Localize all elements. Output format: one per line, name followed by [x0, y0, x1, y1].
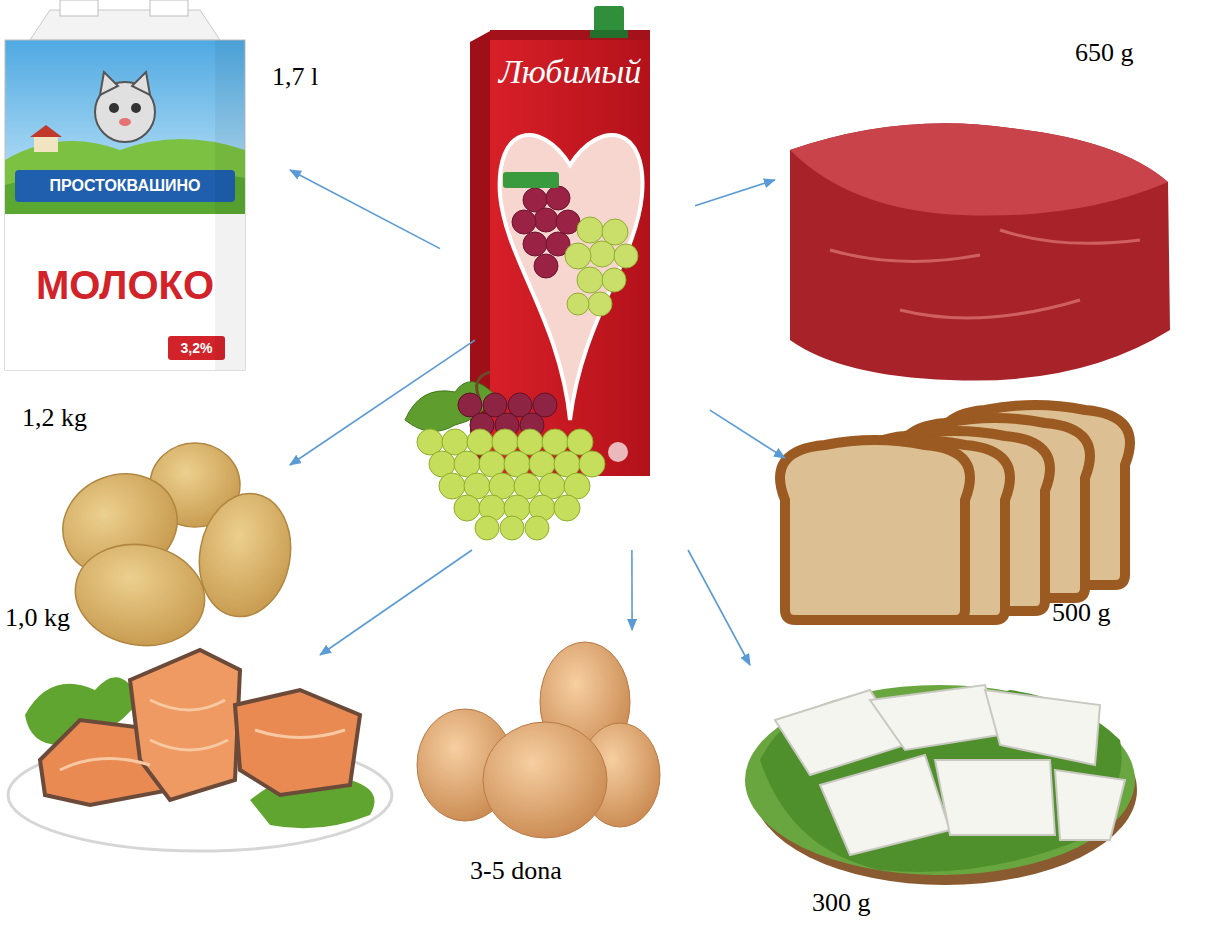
quantity-label: 650 g — [1075, 38, 1134, 68]
milk-carton-picture-part — [60, 0, 98, 16]
arrow-connector — [290, 170, 440, 249]
juice-box-picture-part-part — [577, 267, 603, 293]
juice-box-picture-part-part — [602, 268, 626, 292]
juice-box-picture-part — [590, 30, 628, 38]
juice-box-picture-part-part — [589, 241, 615, 267]
grape-bunch-picture-part-part — [439, 473, 465, 499]
arrow-connector — [290, 340, 475, 465]
brand-banner: ПРОСТОКВАШИНО — [15, 175, 235, 197]
cheese-picture-part-part — [870, 685, 1000, 750]
cheese-picture-part — [775, 685, 1125, 855]
juice-box-picture-part-part — [534, 208, 558, 232]
cheese-picture-part-part — [935, 760, 1055, 835]
product-name: МОЛОКО — [5, 262, 245, 308]
quantity-label: 1,0 kg — [5, 603, 70, 633]
potatoes-picture-part — [190, 486, 300, 624]
grape-bunch-picture-part-part — [500, 516, 524, 540]
eggs-item: 3-5 dona — [410, 635, 665, 845]
juice-box-picture-part-part — [546, 186, 570, 210]
cheese-item: 300 g — [740, 665, 1140, 885]
juice-box-picture-part-part — [523, 232, 547, 256]
juice-box-picture-part — [490, 30, 650, 40]
grape-bunch-picture-part — [417, 429, 605, 540]
potato-item: 1,2 kg — [40, 440, 295, 650]
meat-picture-part — [790, 123, 1170, 380]
juice-box-picture-part — [565, 217, 638, 316]
milk-carton-picture-part — [150, 0, 188, 16]
bread-item: 500 g — [760, 400, 1150, 625]
milk-carton-picture-part — [109, 103, 119, 113]
arrow-connector — [320, 550, 472, 655]
cheese-picture — [745, 685, 1137, 885]
juice-box-picture-part-part — [512, 210, 536, 234]
meat-picture-part — [830, 230, 1140, 318]
milk-carton: ПРОСТОКВАШИНОМОЛОКО3,2%1,7 l — [0, 0, 250, 372]
fish-picture-part — [130, 650, 240, 800]
fish-item: 1,0 kg — [0, 640, 400, 855]
arrow-connector — [695, 180, 775, 206]
brand-name: Любимый — [490, 52, 650, 92]
grape-bunch-picture-part-part — [554, 495, 580, 521]
potatoes-picture — [48, 443, 300, 656]
eggs-picture-part — [483, 722, 607, 838]
juice-box-picture-part — [490, 30, 650, 476]
juice-box-picture — [470, 6, 650, 476]
juice-box-picture-part — [503, 172, 559, 188]
grape-bunch-picture — [405, 372, 605, 540]
fish-picture-part — [235, 690, 360, 795]
quantity-label: 1,2 kg — [22, 403, 87, 433]
meat-picture-part — [790, 123, 1168, 215]
quantity-label: 500 g — [1052, 598, 1111, 628]
fat-percent: 3,2% — [168, 339, 225, 357]
milk-carton-picture-part — [15, 170, 235, 202]
milk-carton-picture-part — [30, 125, 62, 137]
grape-bunch-picture-part-part — [475, 516, 499, 540]
arrow-connector — [688, 550, 750, 665]
milk-carton-picture-part — [131, 103, 141, 113]
juice-box-picture-part-part — [577, 217, 603, 243]
milk-carton-picture-part — [5, 214, 245, 370]
grape-bunch-picture-part-part — [579, 451, 605, 477]
potatoes-picture-part — [67, 534, 212, 655]
juice-box-picture-part-part — [588, 292, 612, 316]
milk-carton-picture-part — [30, 10, 220, 40]
juice-box-picture-part — [608, 442, 628, 462]
juice-box-picture-part-part — [534, 254, 558, 278]
eggs-picture — [417, 642, 660, 838]
fish-picture — [8, 650, 392, 851]
milk-carton-picture — [5, 0, 245, 370]
milk-carton-picture-part — [215, 40, 245, 370]
cheese-picture-part-part — [820, 755, 950, 855]
milk-carton-picture-part — [119, 118, 131, 126]
arrow-connector — [631, 550, 633, 630]
grape-bunch-picture-part-part — [454, 495, 480, 521]
milk-carton-picture-part — [34, 136, 58, 152]
milk-carton-picture-part — [5, 40, 245, 370]
juice-box: Любимый — [400, 8, 660, 550]
juice-box-picture-part — [500, 135, 643, 420]
meat-item: 650 g — [780, 115, 1175, 390]
bread-picture — [780, 405, 1130, 620]
cheese-picture-part-part — [1055, 770, 1125, 840]
juice-box-picture-part-part — [565, 243, 591, 269]
milk-carton-picture-part — [132, 72, 150, 95]
cheese-picture-part — [745, 685, 1135, 875]
fish-picture-part — [60, 700, 345, 770]
quantity-label: 3-5 dona — [470, 856, 562, 886]
milk-carton-picture-part — [100, 72, 118, 95]
grape-bunch-picture-part-part — [525, 516, 549, 540]
quantity-label: 300 g — [812, 888, 871, 918]
quantity-label: 1,7 l — [272, 62, 318, 92]
juice-box-picture-part — [594, 6, 624, 34]
juice-box-picture-part-part — [614, 244, 638, 268]
juice-box-picture-part-part — [567, 293, 589, 315]
juice-box-picture-part-part — [556, 210, 580, 234]
cheese-picture-part-part — [985, 690, 1100, 765]
arrow-connector — [710, 410, 785, 458]
meat-picture — [790, 123, 1170, 380]
bread-picture-part — [780, 440, 970, 620]
